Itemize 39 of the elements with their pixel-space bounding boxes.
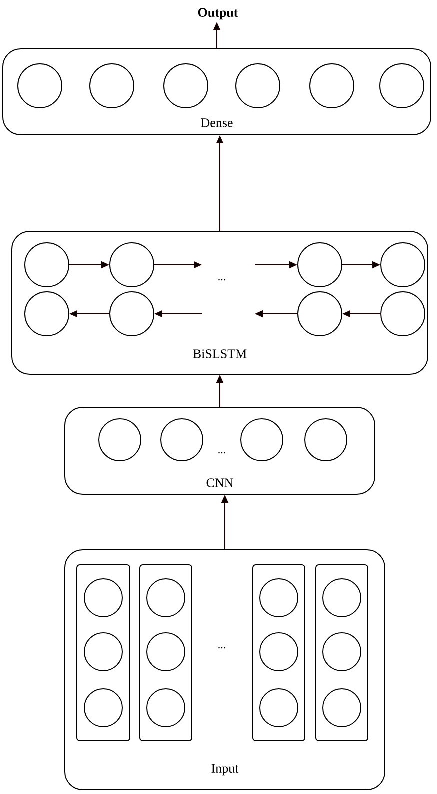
- neuron-circle: [380, 242, 426, 288]
- ellipsis: ...: [218, 452, 226, 454]
- neuron-circle: [380, 64, 424, 108]
- neuron-circle: [84, 578, 123, 618]
- vector-box: [140, 564, 192, 742]
- vector-box: [252, 564, 306, 742]
- neuron-circle: [110, 292, 154, 336]
- neuron-circle: [310, 64, 354, 108]
- ellipsis: ...: [218, 647, 226, 649]
- neuron-circle: [240, 418, 284, 462]
- neuron-circle: [260, 632, 298, 672]
- output-label: Output: [198, 8, 238, 20]
- vector-box: [316, 564, 368, 742]
- neuron-circle: [160, 418, 204, 462]
- neuron-circle: [322, 688, 362, 728]
- neuron-circle: [322, 578, 362, 618]
- layer-box: Dense: [2, 48, 432, 136]
- neuron-circle: [18, 64, 62, 108]
- neuron-circle: [236, 64, 280, 108]
- neuron-circle: [24, 242, 70, 288]
- neuron-circle: [146, 578, 186, 618]
- neuron-circle: [298, 292, 342, 336]
- neuron-circle: [84, 632, 123, 672]
- neuron-circle: [298, 242, 342, 288]
- neuron-circle: [304, 418, 348, 462]
- neuron-circle: [84, 688, 123, 728]
- neuron-circle: [24, 292, 70, 336]
- neuron-circle: [110, 242, 154, 288]
- neuron-circle: [260, 688, 298, 728]
- vector-box: [76, 564, 130, 742]
- neuron-circle: [164, 64, 208, 108]
- ellipsis: ...: [218, 279, 226, 281]
- neuron-circle: [380, 292, 426, 336]
- neuron-circle: [146, 632, 186, 672]
- neuron-circle: [260, 578, 298, 618]
- neuron-circle: [98, 418, 142, 462]
- neuron-circle: [146, 688, 186, 728]
- neuron-circle: [322, 632, 362, 672]
- neuron-circle: [90, 64, 134, 108]
